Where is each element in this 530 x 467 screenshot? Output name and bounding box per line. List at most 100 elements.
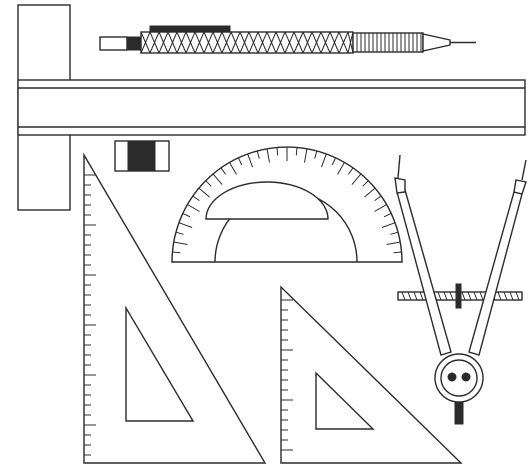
compass-hinge-ring [440, 359, 478, 397]
knurl-stroke [212, 31, 223, 54]
protractor-tick [351, 173, 362, 185]
protractor-tick [173, 241, 188, 245]
protractor-tick [205, 180, 212, 187]
screw-thread-line [449, 291, 454, 301]
compass-left-needle [397, 154, 401, 179]
compass-handle [454, 401, 464, 425]
protractor-tick [237, 157, 243, 166]
knurl-stroke [302, 31, 313, 54]
protractor-degree-ticks [172, 147, 402, 263]
compass-right-point [521, 159, 527, 181]
compass-hinge-outer [434, 353, 484, 403]
screw-thread-line [461, 291, 466, 301]
screw-thread-line [509, 291, 514, 301]
compass-left-leg [396, 189, 452, 356]
protractor-tick [393, 251, 402, 254]
screw-thread-line [437, 291, 442, 301]
pencil-end-band [126, 36, 142, 51]
knurl-stroke [221, 31, 232, 54]
screw-thread-line [497, 291, 502, 301]
knurl-stroke [194, 31, 205, 54]
protractor-tick [304, 148, 308, 163]
protractor-tick [383, 212, 392, 218]
pencil-eraser-cap [99, 36, 128, 51]
triangle-30-60-cutout [125, 305, 195, 422]
mechanical-pencil [99, 25, 476, 54]
protractor-inner-cutout [205, 181, 329, 220]
screw-thread-line [419, 291, 424, 301]
knurl-stroke [230, 31, 241, 54]
protractor-tick [374, 204, 387, 212]
compass-left-lead-holder [394, 177, 406, 194]
pencil-pocket-clip [149, 25, 231, 33]
protractor-tick [321, 153, 327, 168]
knurl-stroke [140, 31, 151, 54]
compass-hinge-pin-left [447, 372, 457, 382]
screw-thread-line [467, 291, 472, 301]
triangle-45-cutout [315, 371, 375, 430]
pencil-knurl-pattern [140, 31, 354, 54]
screw-thread-line [407, 291, 412, 301]
protractor-tick [192, 195, 200, 202]
knurl-stroke [329, 31, 340, 54]
protractor-tick [212, 173, 223, 185]
knurl-stroke [293, 31, 304, 54]
protractor-tick [276, 147, 279, 156]
knurl-stroke [311, 31, 322, 54]
protractor-tick [390, 231, 399, 235]
knurl-stroke [275, 31, 286, 54]
protractor-tick [381, 222, 396, 228]
protractor-tick [256, 150, 260, 159]
protractor-tick [266, 148, 270, 163]
protractor-tick [187, 204, 200, 212]
knurl-stroke [257, 31, 268, 54]
screw-thread-line [479, 291, 484, 301]
protractor-tick [182, 212, 191, 218]
protractor-tick [295, 147, 298, 156]
drafting-compass [394, 154, 527, 425]
eraser-sleeve [127, 140, 156, 172]
compass-hinge-pin-right [461, 372, 471, 382]
triangle-30-60 [83, 152, 267, 464]
protractor-tick [247, 153, 253, 168]
protractor-tick [386, 241, 401, 245]
t-square [17, 4, 526, 211]
knurl-stroke [203, 31, 214, 54]
protractor-tick [347, 167, 354, 175]
knurl-stroke [185, 31, 196, 54]
protractor-tick [314, 150, 318, 159]
compass-right-leg [468, 191, 523, 356]
protractor-tick [364, 187, 376, 198]
protractor-tick [229, 162, 237, 175]
knurl-stroke [167, 31, 178, 54]
protractor-tick [337, 162, 345, 175]
knurl-stroke [158, 31, 169, 54]
protractor-tick [374, 195, 382, 202]
protractor-tick [331, 157, 337, 166]
compass-right-lead-holder [513, 179, 527, 195]
triangle-45 [280, 285, 463, 464]
pencil-grip-lines [356, 33, 422, 52]
screw-thread-line [413, 291, 418, 301]
knurl-stroke [176, 31, 187, 54]
knurl-stroke [248, 31, 259, 54]
pencil-cone-tip [422, 33, 451, 52]
screw-thread-line [401, 291, 406, 301]
knurl-stroke [338, 31, 349, 54]
eraser [114, 140, 170, 172]
protractor [171, 146, 403, 263]
protractor-tick [172, 251, 181, 254]
screw-thread-line [443, 291, 448, 301]
compass-adjust-wheel [455, 283, 462, 309]
protractor-tick [175, 231, 184, 235]
knurl-stroke [284, 31, 295, 54]
screw-thread-line [473, 291, 478, 301]
t-square-blade [17, 79, 526, 136]
protractor-tick [362, 180, 369, 187]
triangle-30-60-scale [84, 174, 96, 456]
protractor-tick [178, 222, 193, 228]
triangle-45-scale [281, 299, 293, 451]
protractor-tick [198, 187, 210, 198]
protractor-tick [220, 167, 227, 175]
knurl-stroke [239, 31, 250, 54]
